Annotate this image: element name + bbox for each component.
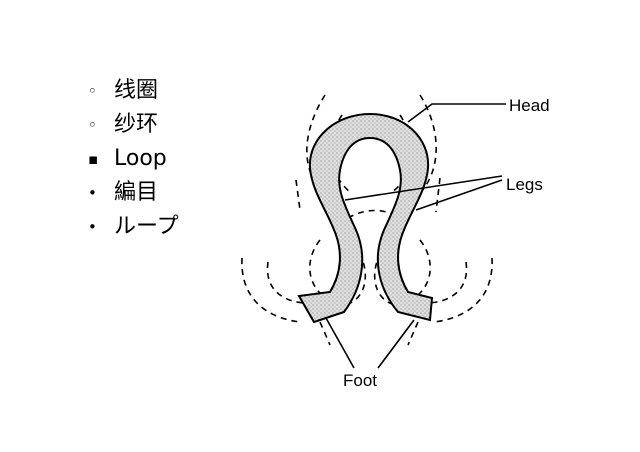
legs-leader-lower xyxy=(415,179,503,211)
leader-lines xyxy=(325,103,506,369)
upper-crossing-arc xyxy=(347,209,401,219)
term-item-2: ◦ 纱环 xyxy=(88,108,179,142)
foot-dash-left xyxy=(319,321,331,346)
lower-loop-right-arc-2 xyxy=(427,261,468,304)
term-text: 线圈 xyxy=(114,78,159,103)
legs-label: Legs xyxy=(506,175,543,194)
bullet-icon: • xyxy=(88,218,97,236)
term-item-5: • ループ xyxy=(88,210,179,244)
term-item-4: • 編目 xyxy=(88,176,179,210)
legs-leader-upper xyxy=(344,175,503,201)
term-list: ◦ 线圈 ◦ 纱环 ▪ Loop • 編目 • ループ xyxy=(88,74,179,244)
lower-loop-left-arc-2 xyxy=(266,261,306,304)
term-text: Loop xyxy=(114,146,167,171)
term-text: 纱环 xyxy=(114,112,159,137)
foot-label: Foot xyxy=(343,371,378,390)
lower-loop-circle-right xyxy=(373,239,431,306)
head-label: Head xyxy=(509,96,550,115)
bullet-icon: • xyxy=(88,184,97,202)
lower-loop-left-arc xyxy=(241,257,301,323)
highlighted-loop xyxy=(297,112,434,324)
bullet-icon: ◦ xyxy=(88,116,97,134)
term-text: ループ xyxy=(114,214,179,239)
foot-dash-right xyxy=(407,321,419,346)
term-item-1: ◦ 线圈 xyxy=(88,74,179,108)
bullet-icon: ▪ xyxy=(88,150,99,168)
term-item-3: ▪ Loop xyxy=(88,142,179,176)
lower-loop-right-arc xyxy=(433,257,493,323)
term-text: 編目 xyxy=(114,180,159,205)
leg-dash-right xyxy=(435,177,441,213)
foot-leader-left xyxy=(325,317,355,369)
foot-leader-right xyxy=(377,319,415,369)
lower-loop-circle-left xyxy=(309,239,367,306)
leg-dash-left xyxy=(295,179,301,211)
bullet-icon: ◦ xyxy=(88,82,97,100)
head-leader xyxy=(407,103,506,123)
